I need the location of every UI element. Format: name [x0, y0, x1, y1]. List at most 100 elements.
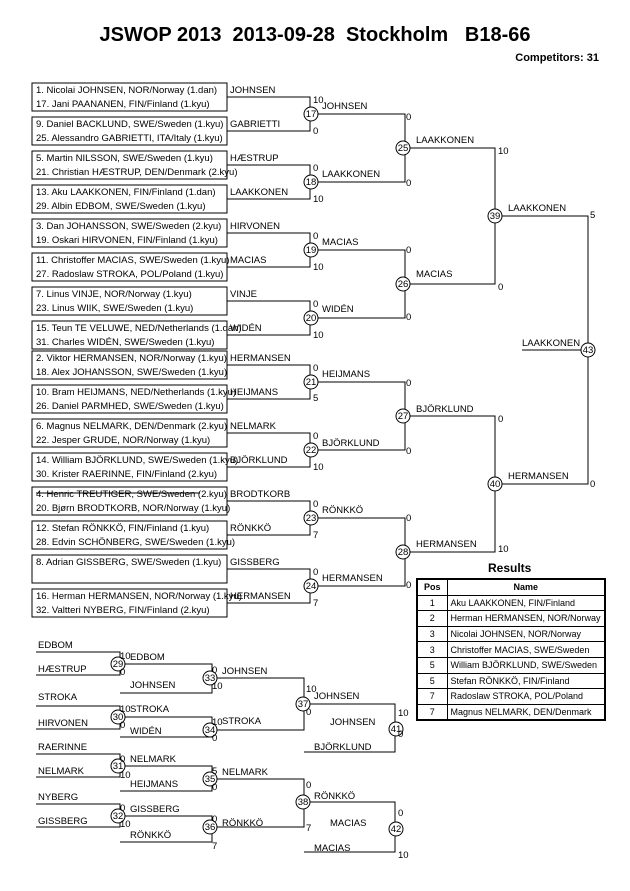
- svg-text:10: 10: [120, 819, 131, 830]
- svg-text:RÖNKKÖ: RÖNKKÖ: [130, 830, 171, 841]
- svg-text:JOHNSEN: JOHNSEN: [230, 85, 276, 96]
- svg-text:0: 0: [212, 814, 217, 825]
- svg-text:41: 41: [391, 724, 402, 735]
- svg-text:0: 0: [406, 178, 411, 189]
- svg-text:MACIAS: MACIAS: [314, 843, 350, 854]
- svg-text:JOHNSEN: JOHNSEN: [322, 101, 368, 112]
- entrant: 16. Herman HERMANSEN, NOR/Norway (1.kyu): [36, 591, 242, 602]
- svg-text:0: 0: [406, 513, 411, 524]
- svg-text:0: 0: [406, 245, 411, 256]
- entrant: 26. Daniel PARMHED, SWE/Sweden (1.kyu): [36, 401, 224, 412]
- svg-text:36: 36: [205, 822, 216, 833]
- svg-text:RÖNKKÖ: RÖNKKÖ: [314, 791, 355, 802]
- svg-text:NELMARK: NELMARK: [230, 421, 277, 432]
- svg-text:STROKA: STROKA: [222, 716, 262, 727]
- svg-text:19: 19: [306, 245, 317, 256]
- svg-text:HERMANSEN: HERMANSEN: [230, 353, 291, 364]
- svg-text:0: 0: [212, 733, 217, 744]
- svg-text:25: 25: [398, 143, 409, 154]
- svg-text:35: 35: [205, 774, 216, 785]
- entrant: 5. Martin NILSSON, SWE/Sweden (1.kyu): [36, 153, 213, 164]
- svg-text:0: 0: [313, 163, 318, 174]
- svg-text:26: 26: [398, 279, 409, 290]
- svg-text:10: 10: [498, 146, 509, 157]
- svg-text:0: 0: [306, 707, 311, 718]
- svg-text:HEIJMANS: HEIJMANS: [322, 369, 370, 380]
- svg-text:WIDÉN: WIDÉN: [230, 323, 262, 334]
- svg-text:42: 42: [391, 824, 402, 835]
- svg-text:10: 10: [212, 681, 223, 692]
- svg-text:MACIAS: MACIAS: [230, 255, 266, 266]
- svg-text:0: 0: [212, 665, 217, 676]
- svg-text:EDBOM: EDBOM: [38, 640, 73, 651]
- svg-text:0: 0: [120, 720, 125, 731]
- entrant: 7. Linus VINJE, NOR/Norway (1.kyu): [36, 289, 192, 300]
- entrant: 4. Henric TREUTIGER, SWE/Sweden (2.kyu): [36, 489, 227, 500]
- svg-text:MACIAS: MACIAS: [322, 237, 358, 248]
- svg-text:0: 0: [398, 729, 403, 740]
- svg-text:0: 0: [313, 499, 318, 510]
- svg-text:STROKA: STROKA: [130, 704, 170, 715]
- svg-text:7: 7: [313, 530, 318, 541]
- results-header-pos: Pos: [416, 578, 448, 596]
- svg-text:10: 10: [306, 684, 317, 695]
- entrant: 19. Oskari HIRVONEN, FIN/Finland (1.kyu): [36, 235, 218, 246]
- svg-text:5: 5: [590, 210, 595, 221]
- svg-text:33: 33: [205, 673, 216, 684]
- svg-text:0: 0: [306, 780, 311, 791]
- svg-text:LAAKKONEN: LAAKKONEN: [508, 203, 566, 214]
- entrant: 6. Magnus NELMARK, DEN/Denmark (2.kyu): [36, 421, 227, 432]
- svg-text:JOHNSEN: JOHNSEN: [130, 680, 176, 691]
- entrant: 25. Alessandro GABRIETTI, ITA/Italy (1.k…: [36, 133, 223, 144]
- svg-text:10: 10: [313, 330, 324, 341]
- svg-text:0: 0: [212, 782, 217, 793]
- svg-text:HEIJMANS: HEIJMANS: [130, 779, 178, 790]
- svg-text:NELMARK: NELMARK: [38, 766, 85, 777]
- svg-text:27: 27: [398, 411, 409, 422]
- svg-text:10: 10: [212, 717, 223, 728]
- svg-text:HERMANSEN: HERMANSEN: [230, 591, 291, 602]
- svg-text:JOHNSEN: JOHNSEN: [330, 717, 376, 728]
- svg-text:10: 10: [313, 262, 324, 273]
- svg-text:23: 23: [306, 513, 317, 524]
- svg-text:HERMANSEN: HERMANSEN: [416, 539, 477, 550]
- svg-text:10: 10: [398, 708, 409, 719]
- svg-text:43: 43: [583, 345, 594, 356]
- svg-text:5: 5: [313, 393, 318, 404]
- svg-text:EDBOM: EDBOM: [130, 652, 165, 663]
- svg-text:HÆSTRUP: HÆSTRUP: [230, 153, 279, 164]
- svg-text:39: 39: [490, 211, 501, 222]
- entrant: 23. Linus WIIK, SWE/Sweden (1.kyu): [36, 303, 193, 314]
- svg-text:NELMARK: NELMARK: [222, 767, 269, 778]
- entrant: 22. Jesper GRUDE, NOR/Norway (1.kyu): [36, 435, 210, 446]
- svg-text:40: 40: [490, 479, 501, 490]
- svg-text:38: 38: [298, 797, 309, 808]
- svg-text:HÆSTRUP: HÆSTRUP: [38, 664, 87, 675]
- svg-text:GISSBERG: GISSBERG: [230, 557, 280, 568]
- svg-text:WIDÉN: WIDÉN: [322, 304, 354, 315]
- svg-text:37: 37: [298, 699, 309, 710]
- page-title: JSWOP 2013 2013-09-28 Stockholm B18-66: [99, 24, 531, 46]
- entrant: 17. Jani PAANANEN, FIN/Finland (1.kyu): [36, 99, 210, 110]
- entrant: 11. Christoffer MACIAS, SWE/Sweden (1.ky…: [36, 255, 229, 266]
- svg-text:7: 7: [313, 598, 318, 609]
- entrant: 18. Alex JOHANSSON, SWE/Sweden (1.kyu): [36, 367, 227, 378]
- svg-text:MACIAS: MACIAS: [330, 818, 366, 829]
- svg-text:RAERINNE: RAERINNE: [38, 742, 87, 753]
- svg-text:7: 7: [306, 823, 311, 834]
- svg-text:10: 10: [120, 704, 131, 715]
- svg-text:HERMANSEN: HERMANSEN: [508, 471, 569, 482]
- svg-text:28: 28: [398, 547, 409, 558]
- entrant: 20. Bjørn BRODTKORB, NOR/Norway (1.kyu): [36, 503, 230, 514]
- svg-text:WIDÉN: WIDÉN: [130, 726, 162, 737]
- entrant: 8. Adrian GISSBERG, SWE/Sweden (1.kyu): [36, 557, 221, 568]
- svg-text:10: 10: [313, 194, 324, 205]
- svg-text:BJÖRKLUND: BJÖRKLUND: [230, 455, 288, 466]
- svg-text:GISSBERG: GISSBERG: [38, 816, 88, 827]
